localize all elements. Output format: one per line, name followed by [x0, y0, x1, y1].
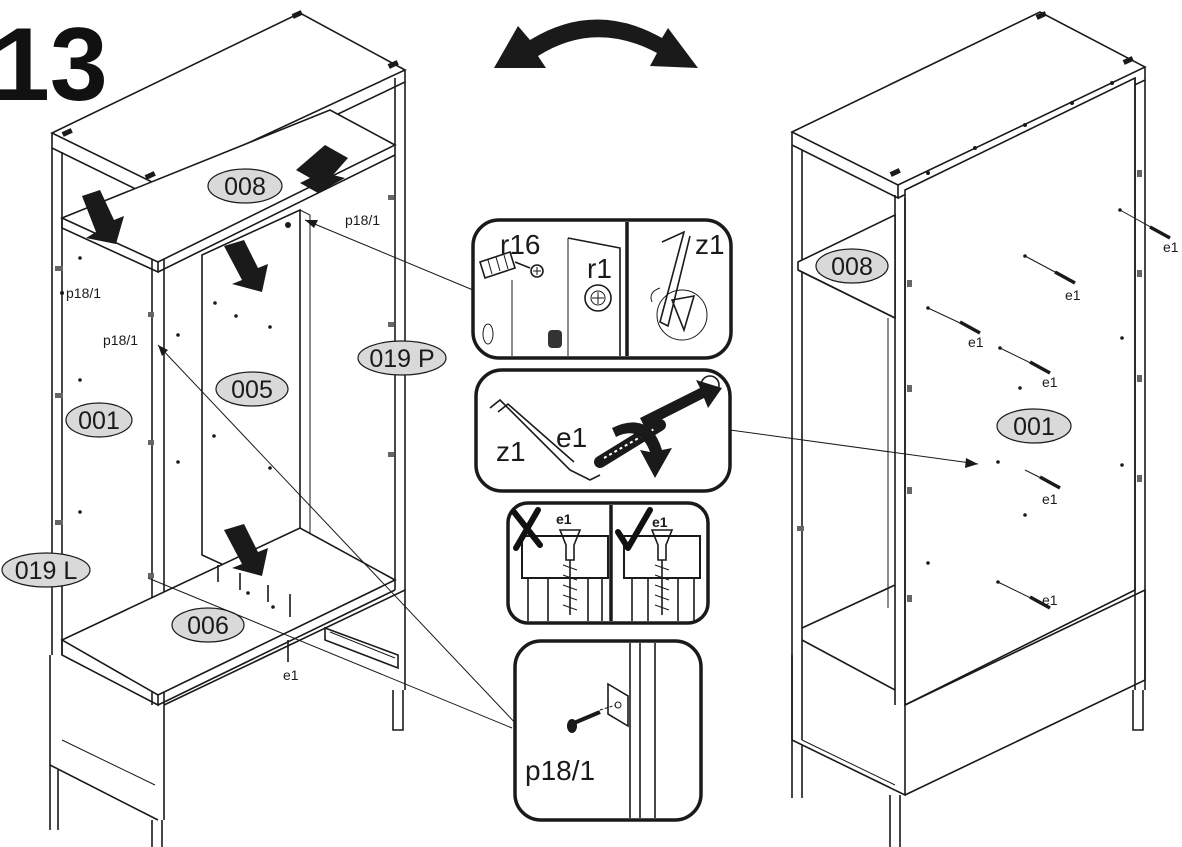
pin-holes-left — [55, 195, 394, 609]
part-label-019l: 019 L — [1, 552, 91, 588]
inset-label-p18: p18/1 — [525, 755, 595, 786]
svg-text:019 P: 019 P — [369, 345, 434, 373]
svg-text:008: 008 — [831, 253, 873, 281]
svg-text:008: 008 — [224, 173, 266, 201]
hardware-label-p18-mid: p18/1 — [103, 332, 138, 348]
svg-text:019 L: 019 L — [15, 557, 78, 585]
right-cabinet: 008 001 e1 e1 e1 e1 e1 e1 — [790, 11, 1179, 847]
hardware-label-e1-r1: e1 — [1163, 239, 1179, 255]
inset-label-z1-cam: z1 — [496, 436, 526, 467]
hardware-label-e1-r2: e1 — [1065, 287, 1081, 303]
part-label-019p: 019 P — [357, 340, 447, 376]
left-cabinet: 008 001 005 006 019 L 019 P p18/1 p18/1 … — [1, 10, 447, 847]
leader-lines — [147, 219, 979, 729]
rotate-arrow-icon — [494, 19, 698, 68]
allen-key-icon — [650, 230, 708, 341]
svg-text:005: 005 — [231, 376, 273, 404]
inset-check: e1 e1 — [506, 501, 710, 625]
part-label-008-right: 008 — [815, 248, 889, 284]
part-label-006: 006 — [171, 607, 245, 643]
svg-text:006: 006 — [187, 612, 229, 640]
hardware-label-e1-r3: e1 — [968, 334, 984, 350]
inset-pin: p18/1 — [513, 639, 703, 822]
inset-label-e1-wrong: e1 — [556, 511, 572, 527]
svg-text:001: 001 — [78, 407, 120, 435]
inset-label-e1-cam: e1 — [556, 422, 587, 453]
inset-label-e1-right: e1 — [652, 514, 668, 530]
hardware-label-p18-top: p18/1 — [345, 212, 380, 228]
hardware-label-e1-r4: e1 — [1042, 374, 1058, 390]
hardware-label-e1-r5: e1 — [1042, 491, 1058, 507]
inset-cam: z1 e1 — [474, 368, 732, 493]
part-label-001: 001 — [65, 402, 133, 438]
hardware-label-e1-r6: e1 — [1042, 592, 1058, 608]
wrong-x-icon — [511, 507, 543, 551]
svg-text:001: 001 — [1013, 413, 1055, 441]
inset-label-r16: r16 — [500, 229, 540, 260]
step-number: 13 — [0, 7, 108, 123]
screw-icon — [927, 209, 1171, 610]
part-label-001-right: 001 — [996, 408, 1072, 444]
hardware-label-p18-left: p18/1 — [66, 285, 101, 301]
inset-label-z1: z1 — [695, 229, 725, 260]
hardware-label-e1: e1 — [283, 667, 299, 683]
inset-label-r1: r1 — [587, 253, 612, 284]
screw-icon — [567, 710, 601, 733]
part-label-008: 008 — [207, 168, 283, 204]
inset-tools: r16 r1 z1 — [471, 218, 733, 360]
down-arrow-icon — [82, 145, 348, 576]
part-label-005: 005 — [215, 371, 289, 407]
check-mark-icon — [615, 507, 653, 551]
